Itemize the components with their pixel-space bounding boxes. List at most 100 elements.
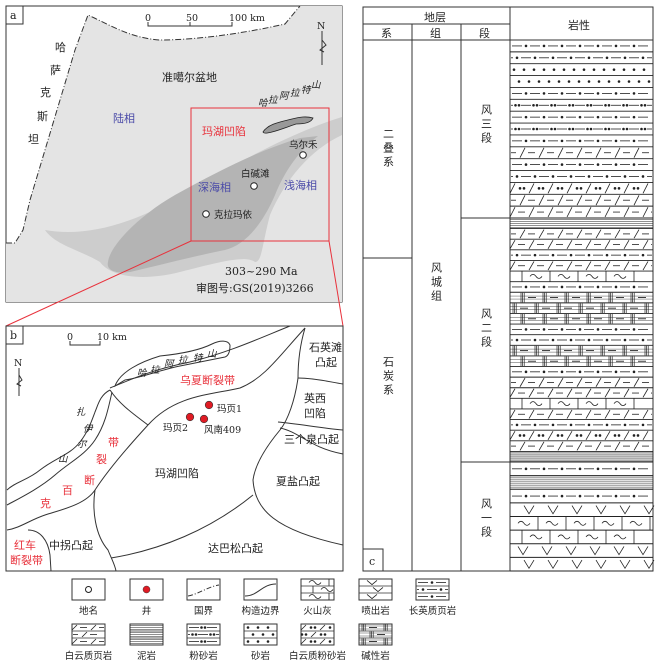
pattern-dot xyxy=(641,175,645,178)
pattern-stroke xyxy=(81,631,88,638)
pattern-dot xyxy=(551,253,555,257)
tilde-mark xyxy=(545,520,559,526)
scale-tick: 100 km xyxy=(229,13,265,24)
pattern-dot xyxy=(535,103,539,107)
pattern-dot xyxy=(328,626,332,629)
fault-char: 断 xyxy=(84,473,95,487)
pattern-stroke xyxy=(614,441,621,451)
pattern-dot xyxy=(596,328,600,331)
lithology-row xyxy=(509,240,653,251)
lithology-row xyxy=(510,56,653,65)
pattern-dot xyxy=(587,423,591,427)
pattern-dot xyxy=(560,187,564,190)
pattern-stroke xyxy=(319,624,326,631)
pattern-dot xyxy=(571,127,575,131)
border-line-icon xyxy=(187,584,220,597)
pattern-dot xyxy=(640,127,643,131)
pattern-dot xyxy=(524,328,528,331)
pattern-dot xyxy=(246,626,250,629)
pattern-dot xyxy=(514,103,517,107)
pattern-dot xyxy=(194,633,198,636)
pattern-dot xyxy=(622,127,625,131)
tilde-mark xyxy=(601,520,615,526)
pattern-dot xyxy=(582,68,586,71)
pattern-dot xyxy=(560,494,564,498)
lithology-row xyxy=(510,195,653,207)
pattern-dot xyxy=(592,68,596,71)
mountain-char: 山 xyxy=(311,80,321,91)
pattern-dot xyxy=(515,253,519,257)
legend-item-silt2: 粉砂岩 xyxy=(186,623,221,662)
pattern-stroke xyxy=(642,430,649,440)
v-mark xyxy=(565,546,577,556)
pattern-dot xyxy=(203,626,207,629)
pattern-dot xyxy=(596,285,600,289)
pattern-dot xyxy=(551,338,555,342)
country-char: 萨 xyxy=(50,64,61,77)
scale-tick: 0 xyxy=(67,332,73,343)
lithology-row xyxy=(510,68,653,77)
pattern-dot xyxy=(524,115,528,119)
country-char: 坦 xyxy=(28,132,39,146)
formation-label: 风城组 xyxy=(430,262,443,304)
pattern-dot xyxy=(640,103,643,107)
pattern-dot xyxy=(209,633,212,636)
pattern-dot xyxy=(256,626,260,629)
lithology-row xyxy=(510,345,653,357)
legend-item-tuff: 火山灰 xyxy=(300,578,335,617)
pattern-dot xyxy=(614,163,618,166)
mountain-char: 扎 xyxy=(76,407,86,418)
pattern-stroke xyxy=(604,430,611,440)
pattern-dot xyxy=(323,633,327,636)
pattern-dot xyxy=(309,626,313,629)
study-area-box xyxy=(190,107,330,242)
shallow-sea-label: 浅海相 xyxy=(284,178,317,192)
pattern-dot xyxy=(522,434,526,437)
pattern-dot xyxy=(551,56,555,60)
pattern-stroke xyxy=(604,183,611,194)
pattern-dot xyxy=(607,103,611,107)
hongche-fault-label: 红车 xyxy=(14,538,36,552)
pattern-dot xyxy=(562,68,566,71)
pattern-dot xyxy=(632,68,636,71)
pattern-stroke xyxy=(519,441,526,451)
member-label-feng1: 风一段 xyxy=(480,498,493,540)
legend-swatch xyxy=(300,578,335,601)
pattern-dot xyxy=(556,434,560,437)
pattern-dot xyxy=(605,253,609,257)
pattern-stroke xyxy=(547,261,554,271)
pattern-dot xyxy=(537,80,541,83)
pattern-stroke xyxy=(604,240,611,250)
pattern-dot xyxy=(532,127,535,131)
map-number: 审图号:GS(2019)3266 xyxy=(196,281,314,295)
pattern-stroke xyxy=(566,240,573,250)
lithology-row xyxy=(510,80,653,88)
pattern-dot xyxy=(578,163,582,166)
panel-c-label-box xyxy=(362,548,384,572)
pattern-stroke xyxy=(538,195,545,206)
mountain-char: 尔 xyxy=(77,439,88,450)
town-marker xyxy=(299,151,307,159)
pattern-stroke xyxy=(604,261,611,271)
pattern-stroke xyxy=(528,183,535,194)
town-label: 白碱滩 xyxy=(241,168,270,180)
pattern-dot xyxy=(632,467,636,471)
pattern-dot xyxy=(586,127,589,131)
pattern-stroke xyxy=(538,229,545,239)
shiyingtan-label: 石英滩 xyxy=(309,340,342,354)
pattern-dot xyxy=(632,187,636,190)
pattern-stroke xyxy=(509,261,516,271)
legend-item-volc: 喷出岩 xyxy=(358,578,393,617)
legend-item-place: 地名 xyxy=(71,578,106,617)
pattern-stroke xyxy=(604,388,611,398)
pattern-dot xyxy=(579,187,583,190)
pattern-dot xyxy=(636,434,640,437)
well-marker xyxy=(204,400,214,410)
mountain-char: 阿 xyxy=(164,359,175,370)
pattern-stroke xyxy=(566,206,573,218)
pattern-dot xyxy=(560,467,564,471)
pattern-stroke xyxy=(623,206,630,218)
pattern-dot xyxy=(622,68,626,71)
pattern-dot xyxy=(594,434,598,437)
